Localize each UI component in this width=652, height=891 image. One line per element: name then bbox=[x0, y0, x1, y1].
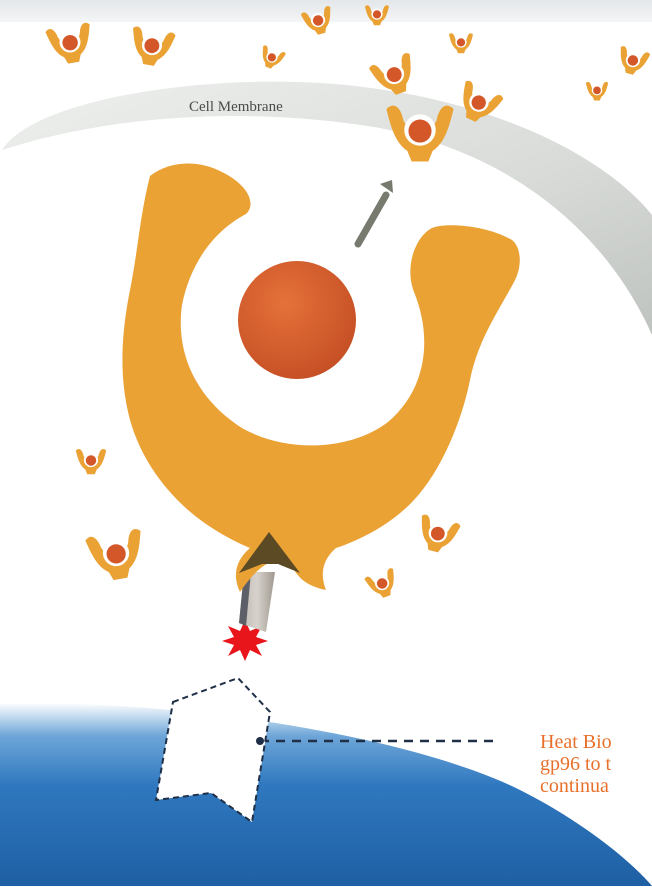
callout-dot bbox=[256, 737, 264, 745]
transport-arrow-shaft bbox=[358, 195, 386, 244]
caption-text: Heat Bio gp96 to t continua bbox=[540, 731, 652, 797]
receptor-large bbox=[122, 163, 519, 592]
transport-arrow-head bbox=[380, 180, 393, 193]
caption-line-1: Heat Bio bbox=[540, 731, 652, 753]
peptide-large bbox=[238, 261, 356, 379]
cell-membrane-label: Cell Membrane bbox=[189, 99, 283, 116]
caption-line-2: gp96 to t bbox=[540, 753, 652, 775]
caption-line-3: continua bbox=[540, 775, 652, 797]
